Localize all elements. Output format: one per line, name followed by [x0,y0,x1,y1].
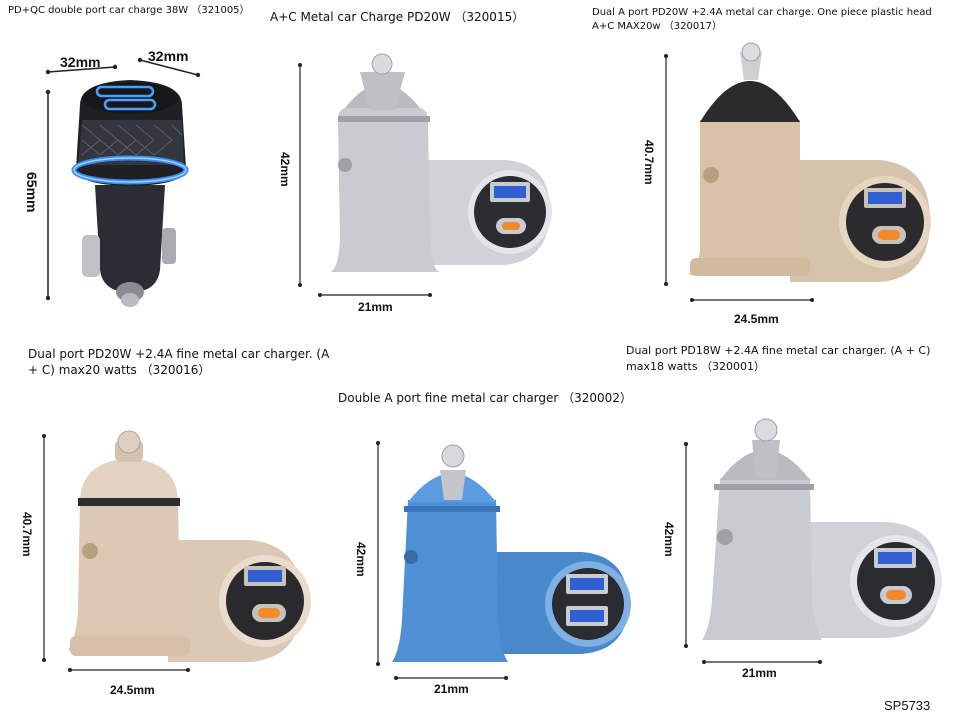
caption-product-3-line1: Dual A port PD20W +2.4A metal car charge… [592,7,932,18]
caption-product-2: A+C Metal car Charge PD20W （320015） [270,10,525,24]
dim-width: 21mm [358,300,393,314]
dim-width: 21mm [742,666,777,680]
dim-width-b: 32mm [148,48,189,64]
caption-product-5: Double A port fine metal car charger （32… [338,391,632,405]
caption-product-4-line2: + C) max20 watts （320016） [28,363,211,377]
dim-height: 42mm [662,522,676,557]
caption-product-6-line1: Dual port PD18W +2.4A fine metal car cha… [626,344,931,357]
product-code: SP5733 [884,698,931,713]
dim-width: 24.5mm [110,683,155,697]
dim-width-a: 32mm [60,54,101,70]
dim-width: 21mm [434,682,469,696]
caption-product-4-line1: Dual port PD20W +2.4A fine metal car cha… [28,347,330,361]
caption-product-1: PD+QC double port car charge 38W （321005… [8,5,250,16]
caption-product-6-line2: max18 watts （320001） [626,360,766,373]
caption-product-3-line2: A+C MAX20w （320017） [592,21,722,32]
dim-width: 24.5mm [734,312,779,326]
